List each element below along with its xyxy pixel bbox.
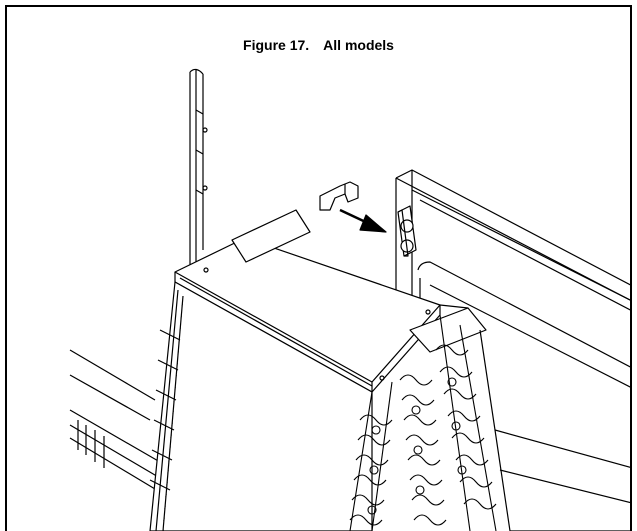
coil-tubing	[349, 314, 497, 531]
vertical-rail	[189, 68, 208, 268]
top-cover-plate	[174, 209, 487, 393]
latch-bracket	[397, 205, 417, 257]
rear-slab	[479, 329, 630, 531]
figure-number: Figure 17.	[243, 37, 310, 53]
install-arrow	[339, 208, 387, 233]
base-rails	[69, 349, 166, 496]
cabinet-frame	[395, 169, 630, 388]
figure-title: All models	[323, 37, 394, 53]
left-coil-slab	[149, 281, 373, 531]
retaining-clip	[319, 181, 359, 211]
figure-caption: Figure 17. All models	[0, 37, 637, 53]
